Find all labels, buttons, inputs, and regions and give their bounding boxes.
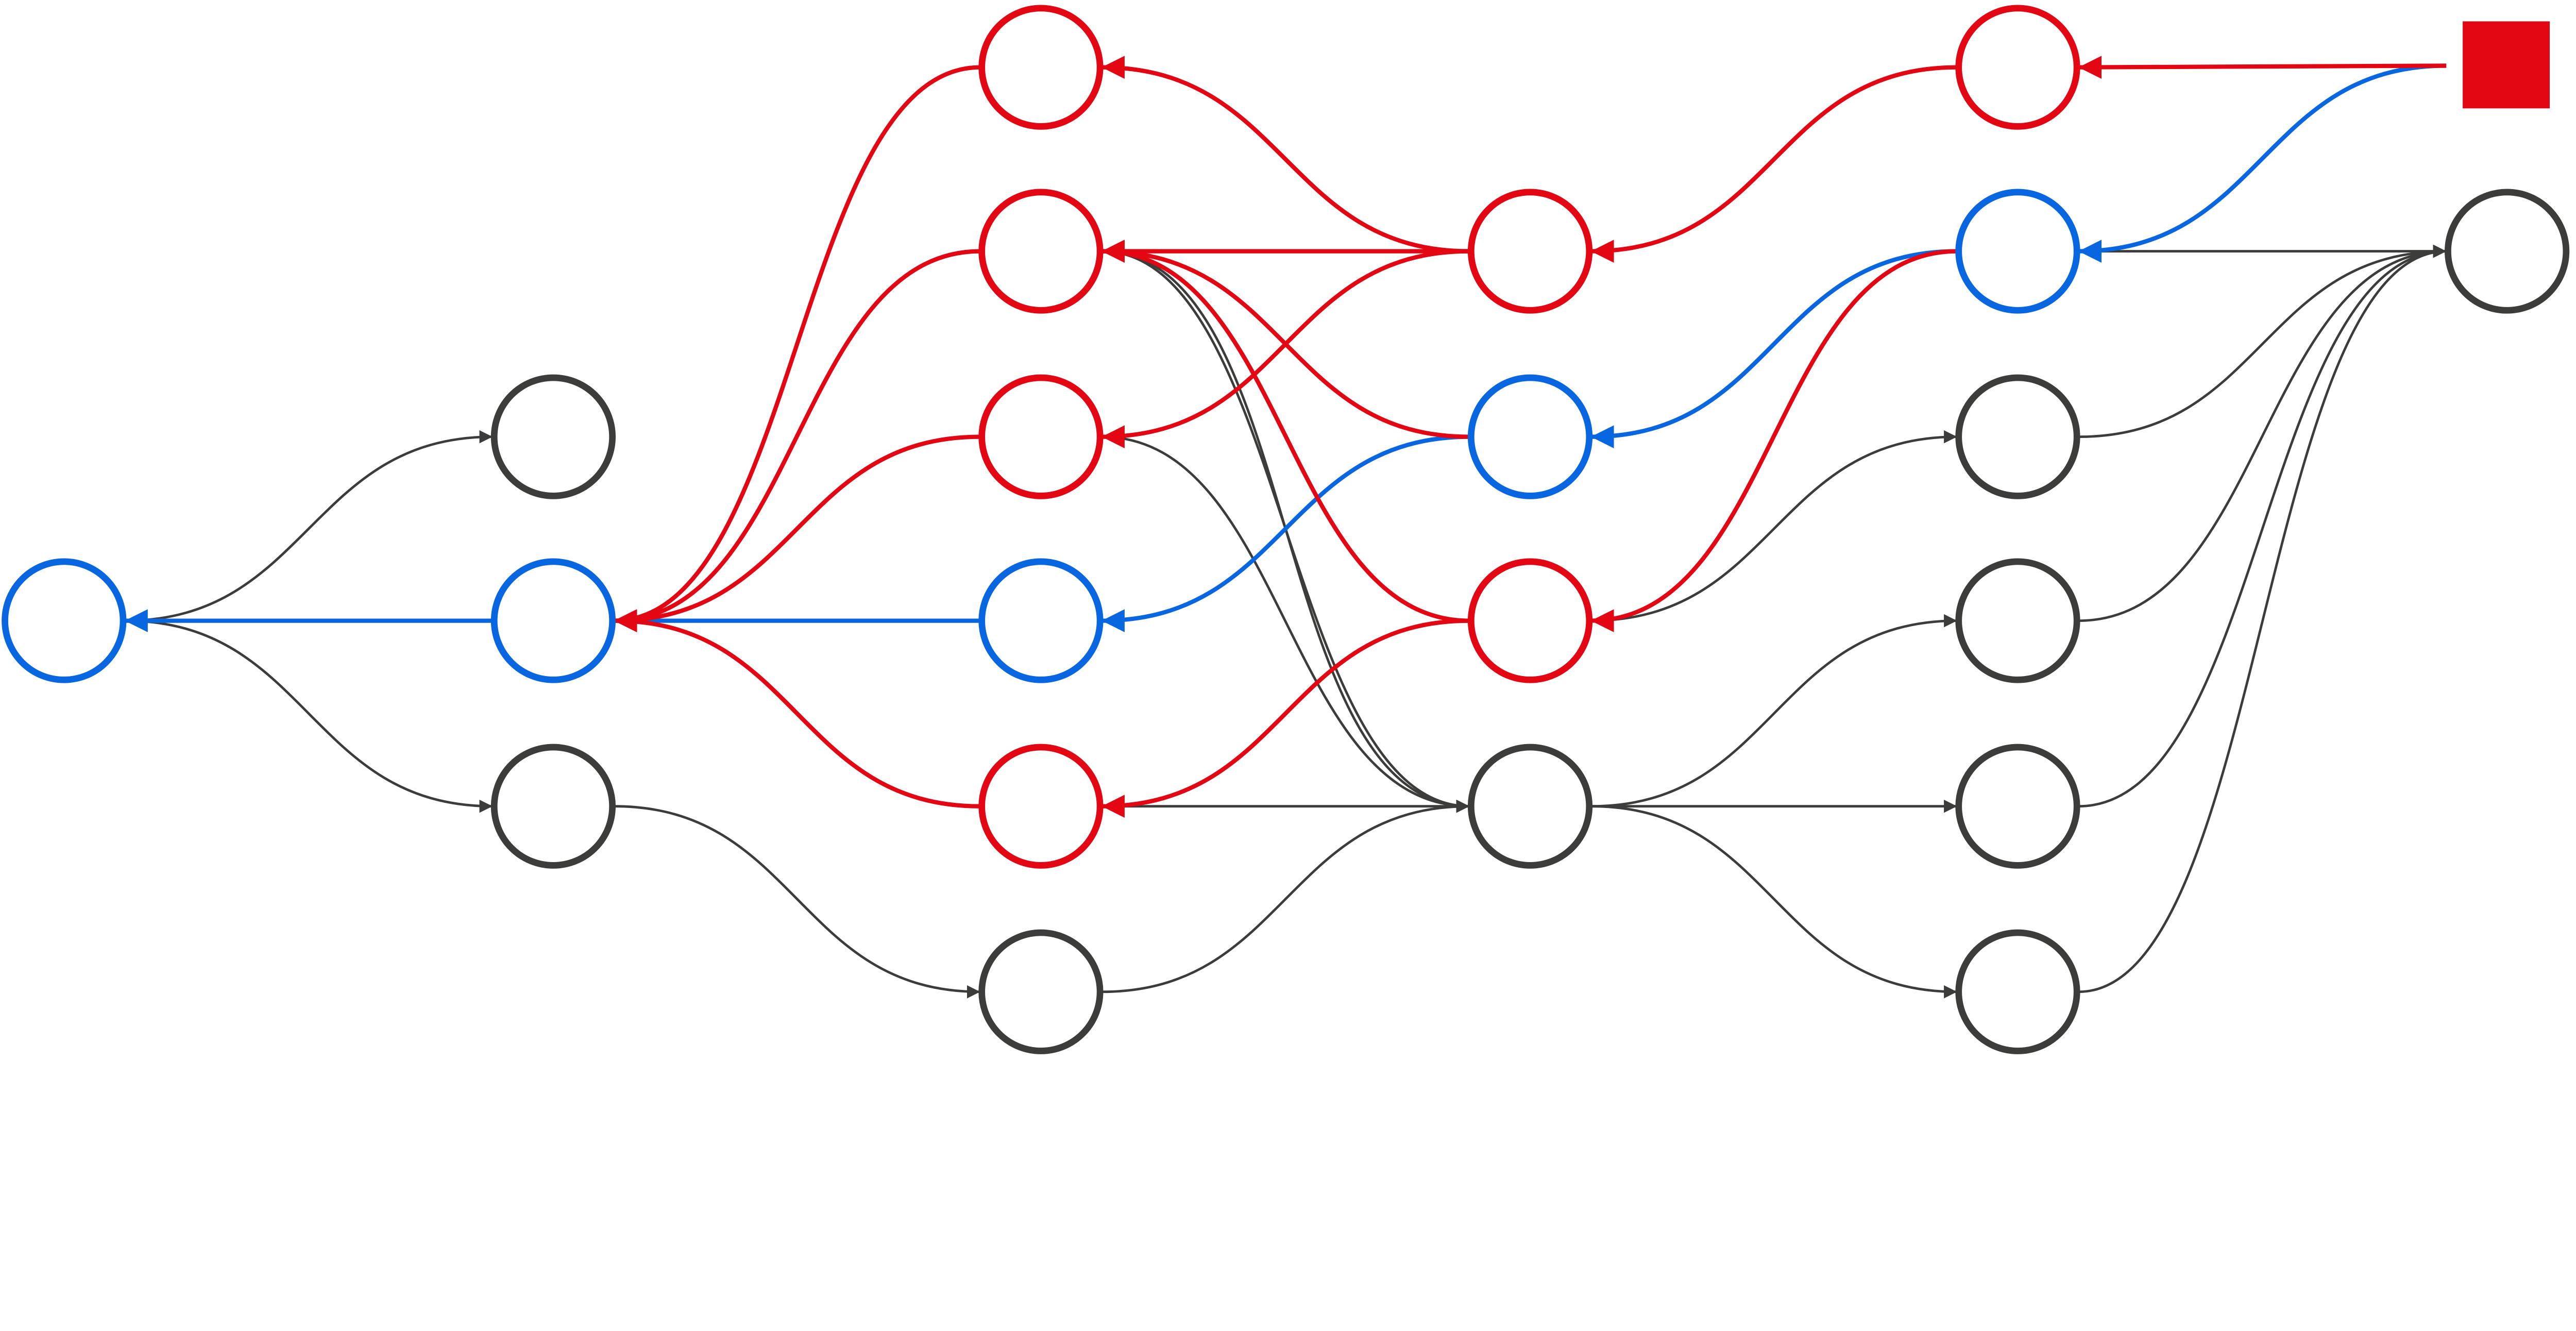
edge-e1-to-d2 xyxy=(1590,249,1957,632)
edge-e5-to-f0 xyxy=(2078,244,2447,993)
node-e2 xyxy=(1955,374,2080,499)
node-e3 xyxy=(1955,558,2080,683)
node-e4 xyxy=(1955,744,2080,869)
edge-d0-to-c0 xyxy=(1101,56,1470,254)
edge-c1-to-b1 xyxy=(614,249,980,632)
edge-e0-to-d0 xyxy=(1590,65,1957,263)
node-c5 xyxy=(978,929,1104,1054)
node-b0 xyxy=(490,374,616,499)
node-c1 xyxy=(978,189,1104,314)
nodes-layer xyxy=(2,5,2570,1054)
edge-c5-to-d3 xyxy=(1101,799,1470,993)
edge-d1-to-c3 xyxy=(1101,434,1470,632)
node-a0 xyxy=(2,558,127,683)
edge-a0-to-b2 xyxy=(125,619,493,813)
edge-d2-to-c1 xyxy=(1101,240,1470,623)
graph-diagram xyxy=(2,5,2570,1054)
edge-c4-to-b1 xyxy=(614,609,980,808)
node-c0 xyxy=(978,5,1104,130)
edge-c0-to-b1 xyxy=(614,65,980,632)
edge-c2-to-b1 xyxy=(614,434,980,632)
node-d1 xyxy=(1467,374,1593,499)
edge-sq-to-e1 xyxy=(2078,63,2447,263)
edge-d1-to-c1 xyxy=(1101,240,1470,439)
node-b2 xyxy=(490,744,616,869)
node-f0 xyxy=(2445,189,2570,314)
node-c2 xyxy=(978,374,1104,499)
node-b1 xyxy=(490,558,616,683)
edge-a0-to-b0 xyxy=(125,430,493,622)
edge-d3-to-e3 xyxy=(1590,614,1957,808)
node-c4 xyxy=(978,744,1104,869)
edge-e1-to-d1 xyxy=(1590,249,1957,448)
node-e5 xyxy=(1955,929,2080,1054)
edge-sq-to-e0 xyxy=(2078,56,2447,79)
edge-e4-to-f0 xyxy=(2078,244,2447,808)
edge-e3-to-f0 xyxy=(2078,244,2447,622)
edge-e2-to-f0 xyxy=(2078,244,2447,439)
edge-d2-to-e2 xyxy=(1590,430,1957,622)
edge-b2-to-c5 xyxy=(614,805,980,999)
node-c3 xyxy=(978,558,1104,683)
node-d2 xyxy=(1467,558,1593,683)
edge-d3-to-e5 xyxy=(1590,805,1957,999)
node-e1 xyxy=(1955,189,2080,314)
edge-d2-to-c4 xyxy=(1101,618,1470,818)
square-node xyxy=(2463,21,2550,109)
edge-c2-to-d3 xyxy=(1101,435,1470,813)
node-d3 xyxy=(1467,744,1593,869)
node-d0 xyxy=(1467,189,1593,314)
edges-layer xyxy=(125,56,2447,999)
node-e0 xyxy=(1955,5,2080,130)
